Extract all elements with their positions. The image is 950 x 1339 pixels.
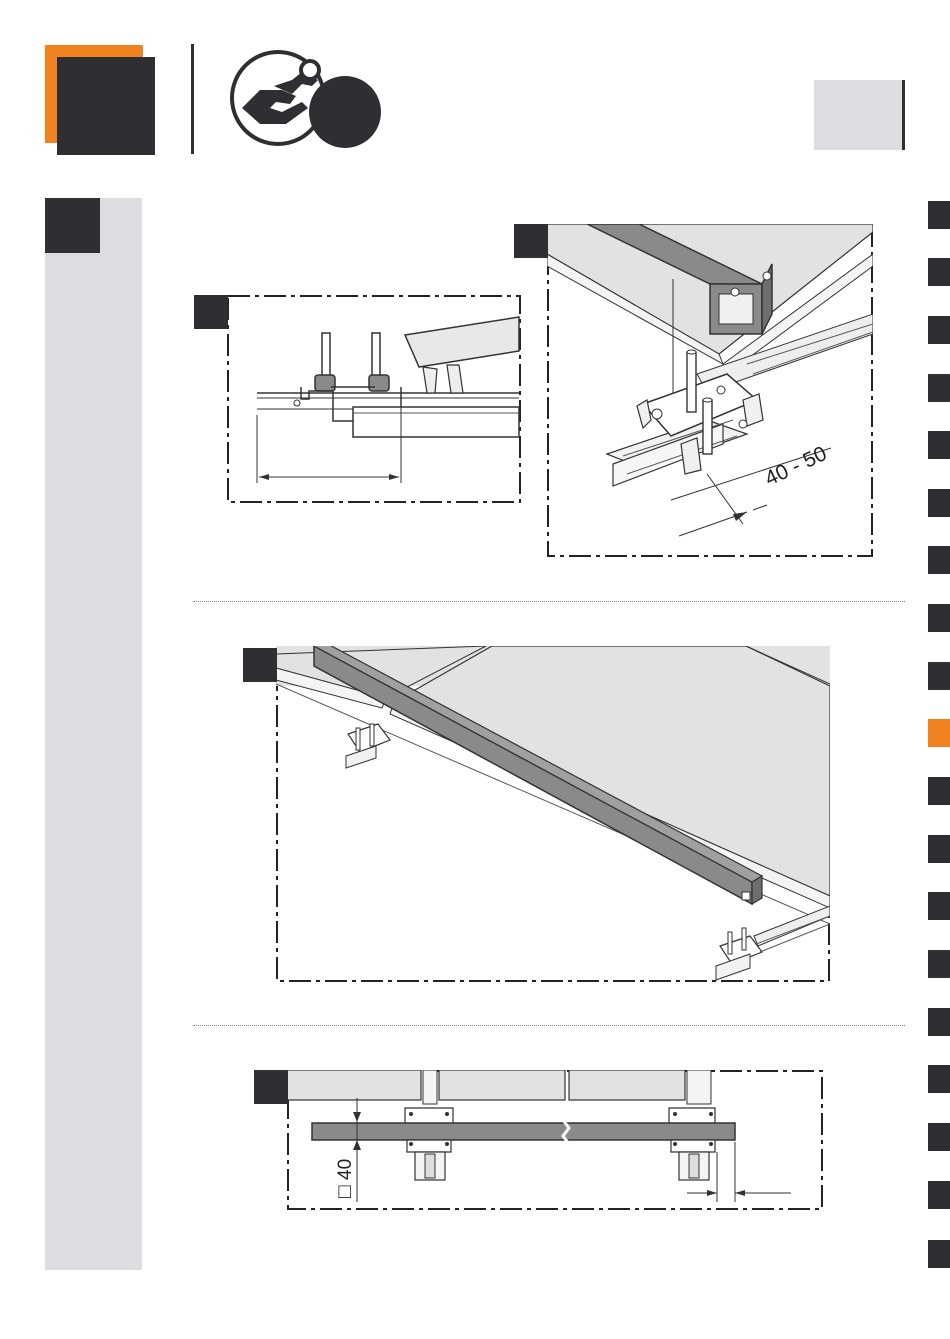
index-tab[interactable] xyxy=(928,950,950,978)
index-tab[interactable] xyxy=(928,892,950,920)
section-marker xyxy=(45,198,100,253)
index-tab[interactable] xyxy=(928,546,950,574)
square-profile-symbol: □ xyxy=(333,1185,356,1198)
index-tab-active[interactable] xyxy=(928,719,950,747)
header-label-box-edge xyxy=(902,80,905,150)
index-tab[interactable] xyxy=(928,1240,950,1268)
index-tab[interactable] xyxy=(928,431,950,459)
index-tab[interactable] xyxy=(928,1065,950,1093)
dimension-40: 40 xyxy=(335,1159,356,1180)
header-divider xyxy=(191,44,194,154)
step-marker-b xyxy=(514,224,548,258)
step-marker-d xyxy=(254,1070,288,1104)
header-chapter-block xyxy=(57,57,155,155)
tool-hand-wrench-icon xyxy=(230,50,385,150)
header-label-box xyxy=(814,80,902,150)
index-tab[interactable] xyxy=(928,1123,950,1151)
index-tab[interactable] xyxy=(928,835,950,863)
figure-c-overview xyxy=(276,646,830,982)
index-tab[interactable] xyxy=(928,1181,950,1209)
index-tab[interactable] xyxy=(928,777,950,805)
step-marker-a xyxy=(194,295,228,329)
index-tab[interactable] xyxy=(928,1008,950,1036)
index-tab[interactable] xyxy=(928,489,950,517)
index-tab[interactable] xyxy=(928,374,950,402)
index-tab[interactable] xyxy=(928,604,950,632)
step-marker-c xyxy=(243,648,277,682)
section-divider xyxy=(193,601,905,602)
left-panel-strip xyxy=(45,198,142,1270)
figure-b-detail: 40 - 50 xyxy=(547,224,873,557)
figure-d-front-view: 40 □ xyxy=(287,1070,823,1210)
index-tab[interactable] xyxy=(928,316,950,344)
figure-a-side-view xyxy=(227,295,521,503)
section-divider xyxy=(193,1025,905,1026)
index-tab[interactable] xyxy=(928,201,950,229)
index-tab[interactable] xyxy=(928,258,950,286)
index-tab[interactable] xyxy=(928,662,950,690)
